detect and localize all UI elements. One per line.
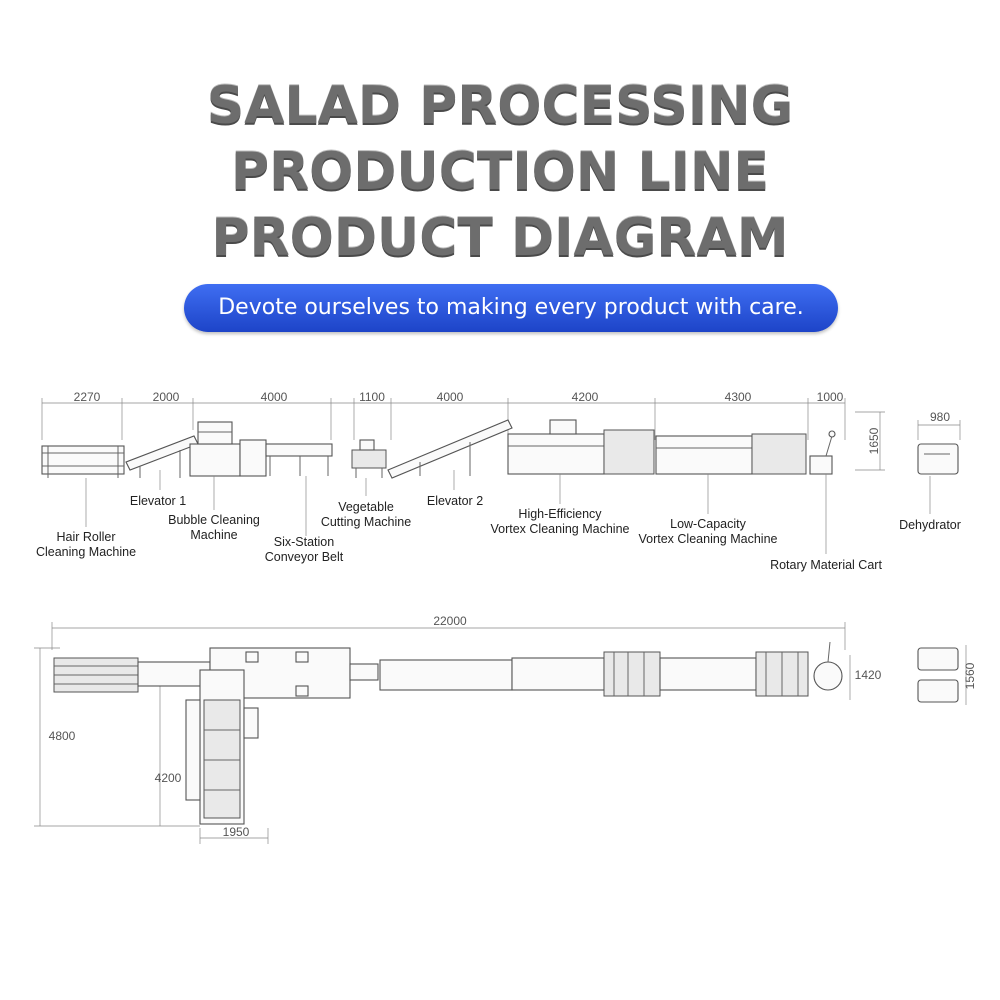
label-dehydrator: Dehydrator — [899, 518, 961, 532]
vegetable-cutting-machine — [351, 439, 387, 478]
label-hair-roller-1: Hair Roller — [56, 530, 115, 544]
dim-high-eff: 4200 — [572, 390, 599, 404]
side-dimension-line — [41, 398, 961, 471]
dim-dehydrator: 980 — [930, 410, 950, 424]
top-dimension-lines — [34, 622, 967, 844]
label-elevator-2: Elevator 2 — [427, 494, 483, 508]
dim-low-cap: 4300 — [725, 390, 752, 404]
leader-lines — [85, 470, 931, 554]
dim-bubble: 4000 — [261, 390, 288, 404]
dim-branch-width: 1950 — [223, 825, 250, 839]
dim-elevator-1: 2000 — [153, 390, 180, 404]
dim-dehydrator-size: 1560 — [963, 662, 977, 689]
title-line-2: PRODUCTION LINE — [230, 142, 770, 202]
bubble-cleaning-machine — [189, 421, 267, 477]
dim-cutting: 1100 — [359, 390, 385, 404]
elevator-2 — [387, 419, 513, 479]
dim-hair-roller: 2270 — [74, 390, 101, 404]
hair-roller-machine — [41, 445, 125, 478]
label-cutting-1: Vegetable — [338, 500, 394, 514]
dehydrator-machine — [917, 443, 959, 475]
label-high-eff-2: Vortex Cleaning Machine — [491, 522, 630, 536]
dim-height: 1650 — [867, 427, 881, 454]
label-cutting-2: Cutting Machine — [321, 515, 411, 529]
label-cart: Rotary Material Cart — [770, 558, 882, 572]
dim-line-width: 1420 — [855, 668, 882, 682]
label-six-station-2: Conveyor Belt — [265, 550, 344, 564]
title-line-3: PRODUCT DIAGRAM — [211, 208, 789, 268]
label-elevator-1: Elevator 1 — [130, 494, 186, 508]
high-efficiency-vortex-machine — [507, 419, 655, 475]
label-hair-roller-2: Cleaning Machine — [36, 545, 136, 559]
elevator-1 — [125, 435, 199, 478]
label-high-eff-1: High-Efficiency — [518, 507, 602, 521]
rotary-material-cart — [809, 430, 836, 475]
dim-total-width: 4800 — [49, 729, 76, 743]
low-capacity-vortex-machine — [655, 433, 807, 475]
dim-elevator-2: 4000 — [437, 390, 464, 404]
label-low-cap-2: Vortex Cleaning Machine — [639, 532, 778, 546]
six-station-conveyor — [265, 443, 333, 476]
tagline-banner: Devote ourselves to making every product… — [184, 284, 838, 332]
title-line-1: SALAD PROCESSING — [206, 76, 794, 136]
label-low-cap-1: Low-Capacity — [670, 517, 746, 531]
dim-total-length: 22000 — [433, 614, 467, 628]
label-bubble-2: Machine — [190, 528, 237, 542]
dim-branch-length: 4200 — [155, 771, 182, 785]
label-six-station-1: Six-Station — [274, 535, 334, 549]
top-view-layout — [53, 641, 959, 825]
dim-cart: 1000 — [817, 390, 844, 404]
label-bubble-1: Bubble Cleaning — [168, 513, 260, 527]
